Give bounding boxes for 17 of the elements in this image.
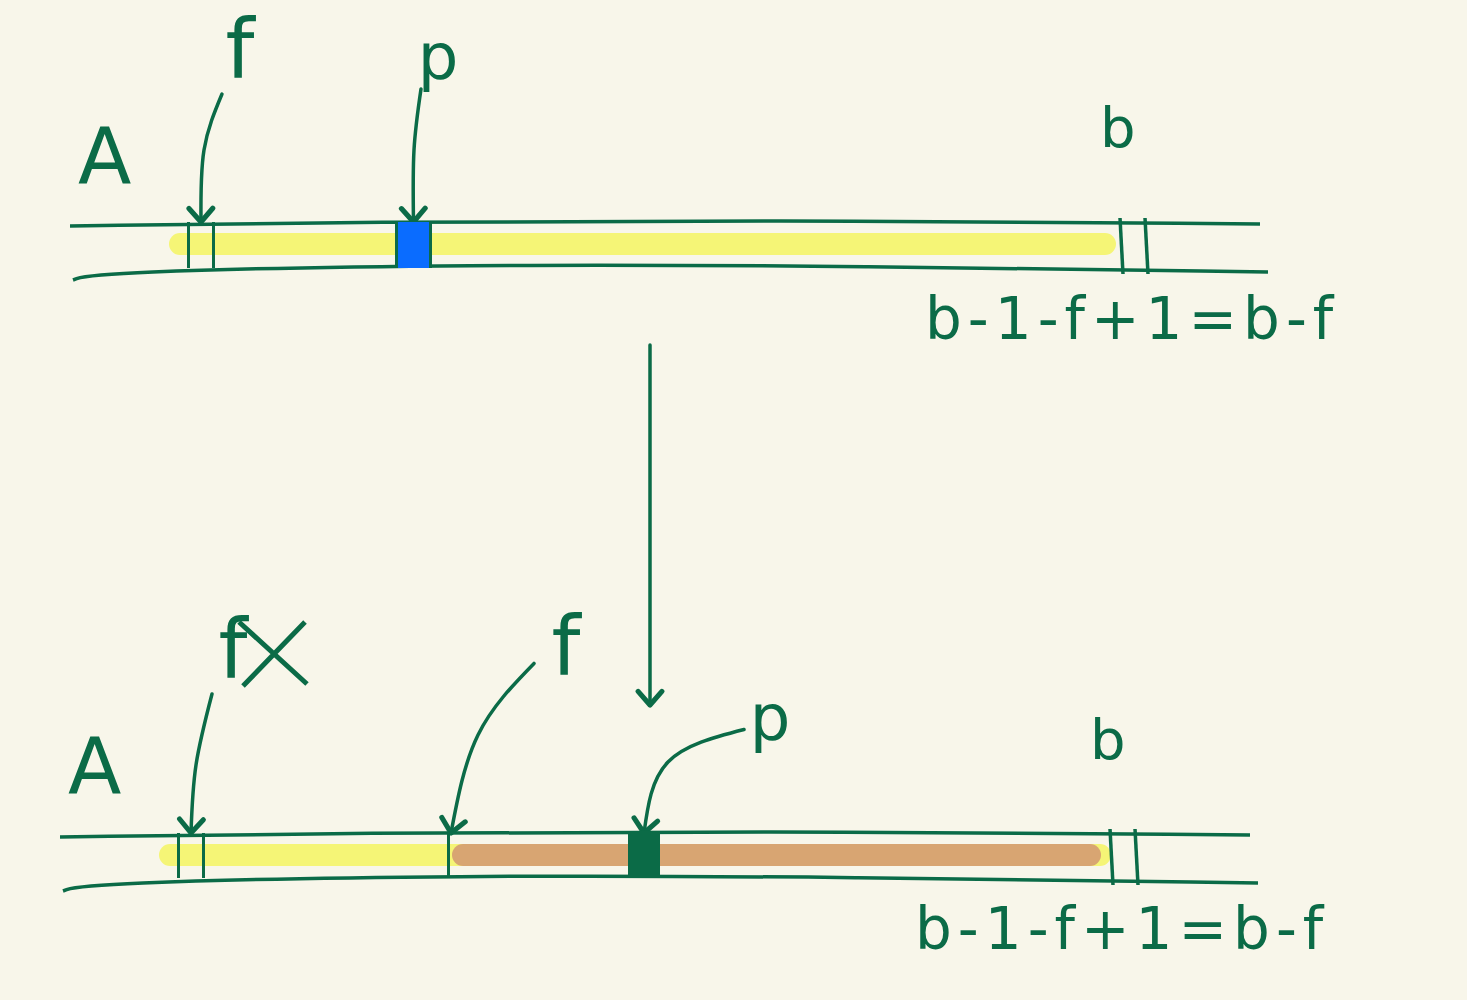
bound-label: b bbox=[1090, 712, 1126, 768]
array-name: A bbox=[78, 118, 132, 196]
length-formula: b-1-f+1=b-f bbox=[915, 900, 1330, 958]
array-cell bbox=[177, 833, 205, 878]
array-name: A bbox=[68, 728, 122, 806]
arrow bbox=[439, 661, 536, 836]
arrow bbox=[635, 343, 665, 708]
arrow bbox=[186, 92, 224, 225]
pointer-label: f bbox=[212, 8, 268, 94]
array-cell bbox=[395, 222, 432, 268]
bound-label: b bbox=[1100, 100, 1136, 156]
pointer-label: f bbox=[205, 608, 261, 694]
arrow bbox=[177, 692, 214, 836]
array-cell bbox=[187, 222, 215, 268]
pointer-label: f bbox=[538, 605, 594, 691]
array-cell bbox=[628, 833, 660, 878]
length-formula: b-1-f+1=b-f bbox=[925, 290, 1340, 348]
